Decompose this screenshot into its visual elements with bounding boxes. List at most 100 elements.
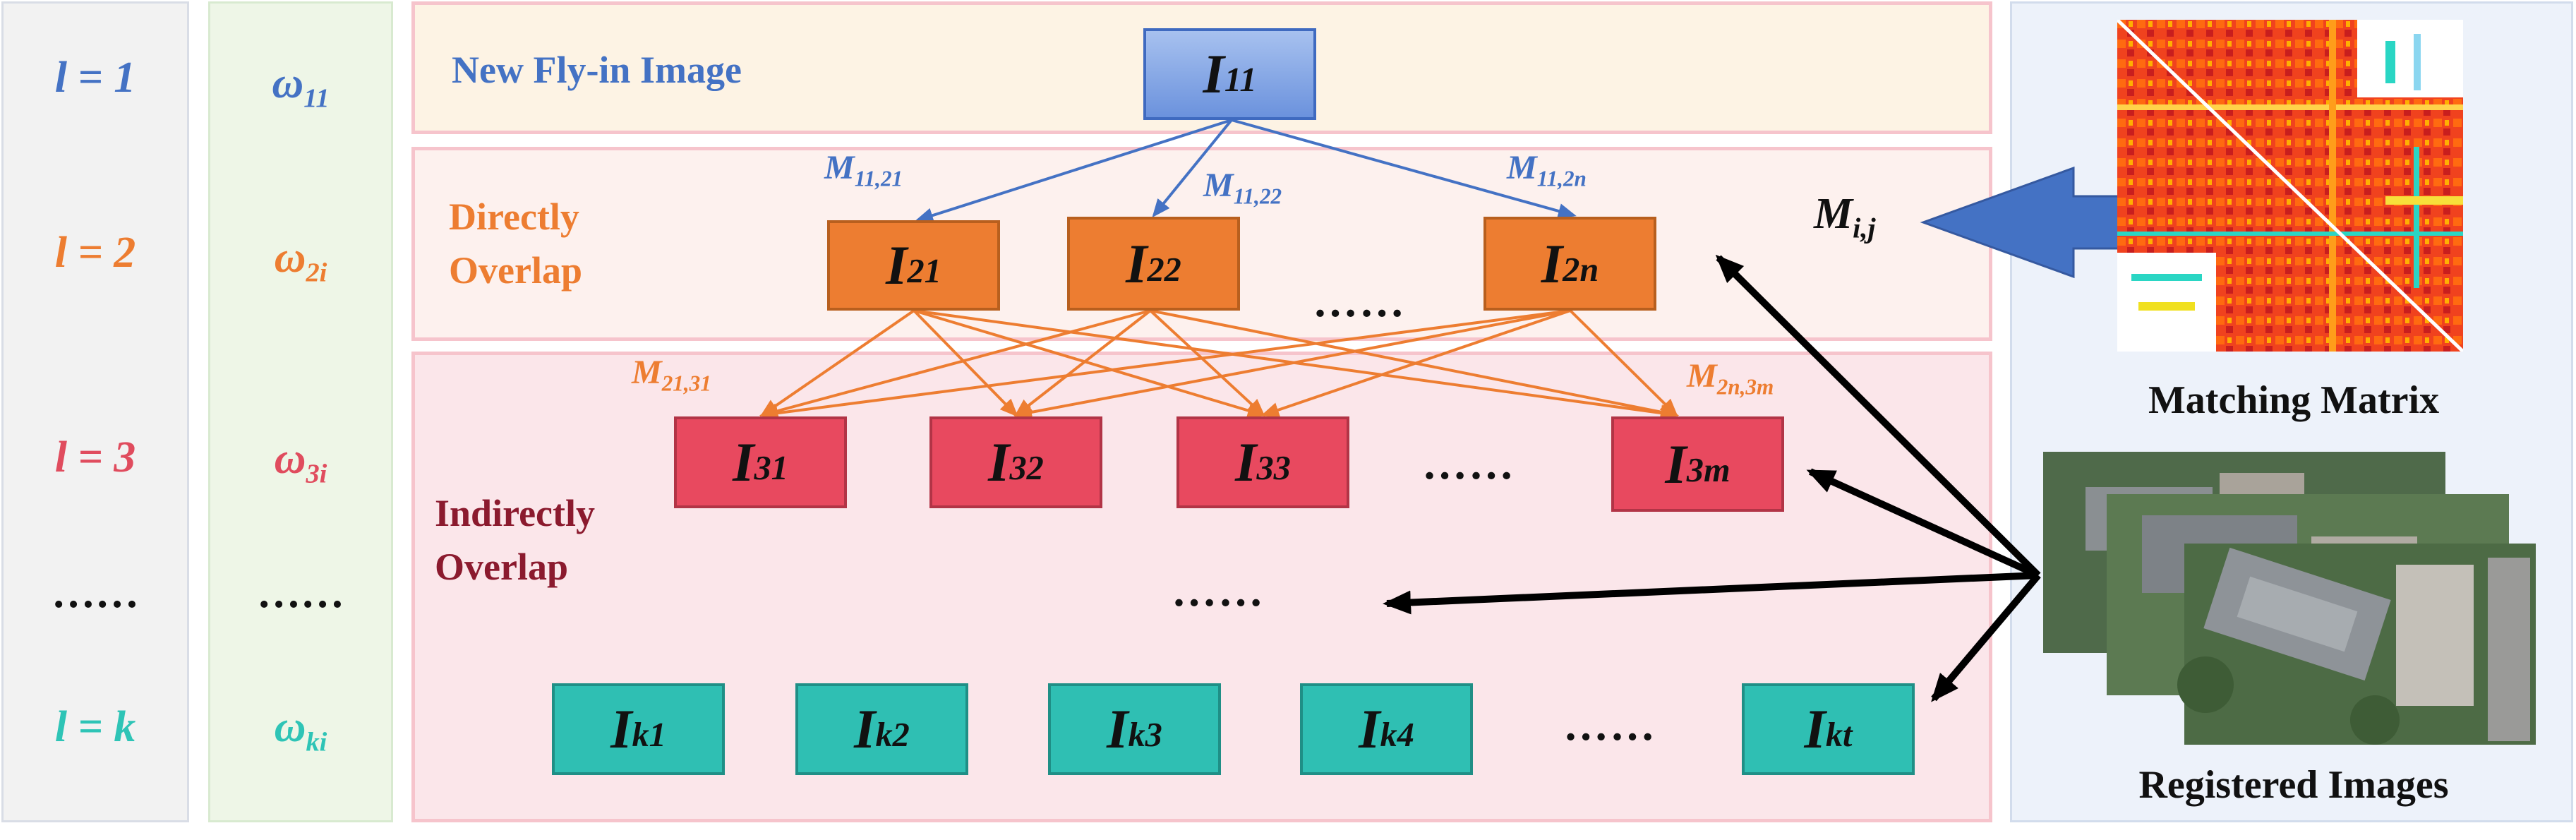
node-i11-sub: 11 [1224, 61, 1257, 100]
weight-w2i: ω2i [210, 233, 391, 288]
ellipsis-row3: …… [1422, 438, 1515, 488]
edge-11-22 [1152, 119, 1233, 218]
label-m-11-21-sub: 11,21 [854, 166, 903, 191]
weight-w11-sub: 11 [303, 83, 330, 114]
label-m-2n-3m-base: M [1687, 357, 1717, 395]
edge-11-21 [915, 119, 1232, 223]
label-m-21-31: M21,31 [632, 353, 711, 397]
node-ik2-sub: k2 [875, 716, 910, 755]
node-ik4-base: I [1359, 698, 1380, 760]
directly-line-1: Directly [449, 196, 579, 238]
new-flyin-label: New Fly-in Image [452, 49, 742, 91]
indirectly-line-2: Overlap [435, 545, 568, 588]
node-i32-base: I [988, 431, 1010, 493]
node-i21-sub: 21 [907, 253, 941, 291]
ellipsis-rowk: …… [1563, 700, 1656, 750]
edge-22-32 [1013, 309, 1152, 417]
edge-21-31 [759, 309, 915, 417]
label-m-11-22-base: M [1203, 167, 1234, 204]
edge-2n-33 [1260, 309, 1571, 418]
node-ik2-base: I [854, 698, 876, 760]
aerial-photos [2043, 452, 2536, 745]
weight-w3i-sub: 3i [306, 459, 327, 489]
arrow-reg-to-middle [1383, 572, 2039, 615]
node-ik3-sub: k3 [1128, 716, 1162, 755]
node-i32-sub: 32 [1009, 450, 1044, 488]
node-i33-base: I [1235, 431, 1257, 493]
node-i22-sub: 22 [1147, 251, 1181, 289]
edge-2n-3m [1569, 309, 1678, 417]
label-m-11-21: M11,21 [824, 148, 903, 192]
node-ikt-sub: kt [1825, 716, 1853, 755]
weight-w2i-sub: 2i [306, 258, 327, 288]
ellipsis-middle: …… [1172, 565, 1265, 616]
node-i31-base: I [733, 431, 754, 493]
directly-line-2: Overlap [449, 248, 582, 292]
node-i3m-sub: 3m [1686, 451, 1731, 489]
matching-matrix-caption: Matching Matrix [2148, 378, 2440, 422]
node-i2n-sub: 2n [1563, 251, 1599, 289]
label-m-11-22: M11,22 [1203, 166, 1282, 210]
weight-wki: ωki [210, 702, 391, 757]
node-i33-sub: 33 [1256, 450, 1291, 488]
label-m-11-2n-sub: 11,2n [1536, 166, 1587, 191]
level-column: l = 1 l = 2 l = 3 …… l = k [1, 1, 189, 822]
weight-w11: ω11 [210, 59, 391, 114]
level-k-label: l = k [54, 703, 136, 751]
weight-wki-sub: ki [306, 727, 327, 757]
label-m-11-21-base: M [824, 149, 855, 186]
weight-w2i-base: ω [274, 234, 306, 282]
edge-22-31 [759, 309, 1151, 419]
node-i11-base: I [1203, 43, 1224, 104]
level-2-label: l = 2 [54, 229, 136, 277]
edge-2n-31 [759, 309, 1571, 421]
edge-21-32 [913, 309, 1018, 417]
node-i3m-base: I [1665, 433, 1687, 495]
indirectly-line-1: Indirectly [435, 492, 595, 534]
level-dots: …… [52, 569, 139, 617]
indirectly-overlap-label: Indirectly Overlap [435, 487, 595, 594]
node-ik4-sub: k4 [1380, 716, 1414, 755]
label-m-2n-3m-sub: 2n,3m [1716, 374, 1774, 400]
matrix-arrow [1920, 166, 2148, 279]
label-m-ij-sub: i,j [1853, 212, 1876, 244]
edge-11-2n [1231, 119, 1577, 219]
level-1-label: l = 1 [54, 54, 136, 102]
label-m-ij: Mi,j [1814, 189, 1876, 244]
label-m-21-31-base: M [632, 354, 662, 391]
weight-dots: …… [257, 569, 344, 617]
label-m-ij-base: M [1814, 190, 1853, 238]
edge-22-33 [1149, 309, 1265, 417]
arrow-reg-to-kt [1931, 572, 2041, 702]
label-m-11-2n-base: M [1507, 149, 1537, 186]
node-ik3-base: I [1107, 698, 1128, 760]
registered-images-stack [2043, 452, 2537, 745]
label-m-11-2n: M11,2n [1507, 148, 1587, 192]
directly-overlap-label: Directly Overlap [449, 191, 582, 297]
edge-21-33 [913, 309, 1266, 419]
registered-images-caption: Registered Images [2138, 763, 2449, 807]
label-m-2n-3m: M2n,3m [1687, 356, 1774, 400]
node-ikt-base: I [1804, 698, 1826, 760]
weight-w3i-base: ω [274, 435, 306, 483]
label-m-11-22-sub: 11,22 [1233, 184, 1282, 209]
node-i2n-base: I [1541, 232, 1563, 294]
weight-w3i: ω3i [210, 434, 391, 489]
matching-matrix-heatmap [2117, 20, 2463, 352]
node-i22-base: I [1126, 232, 1148, 294]
weight-w11-base: ω [272, 59, 304, 107]
ellipsis-row2: …… [1313, 276, 1406, 326]
arrow-reg-to-2n [1715, 254, 2041, 578]
node-i31-sub: 31 [754, 450, 788, 488]
